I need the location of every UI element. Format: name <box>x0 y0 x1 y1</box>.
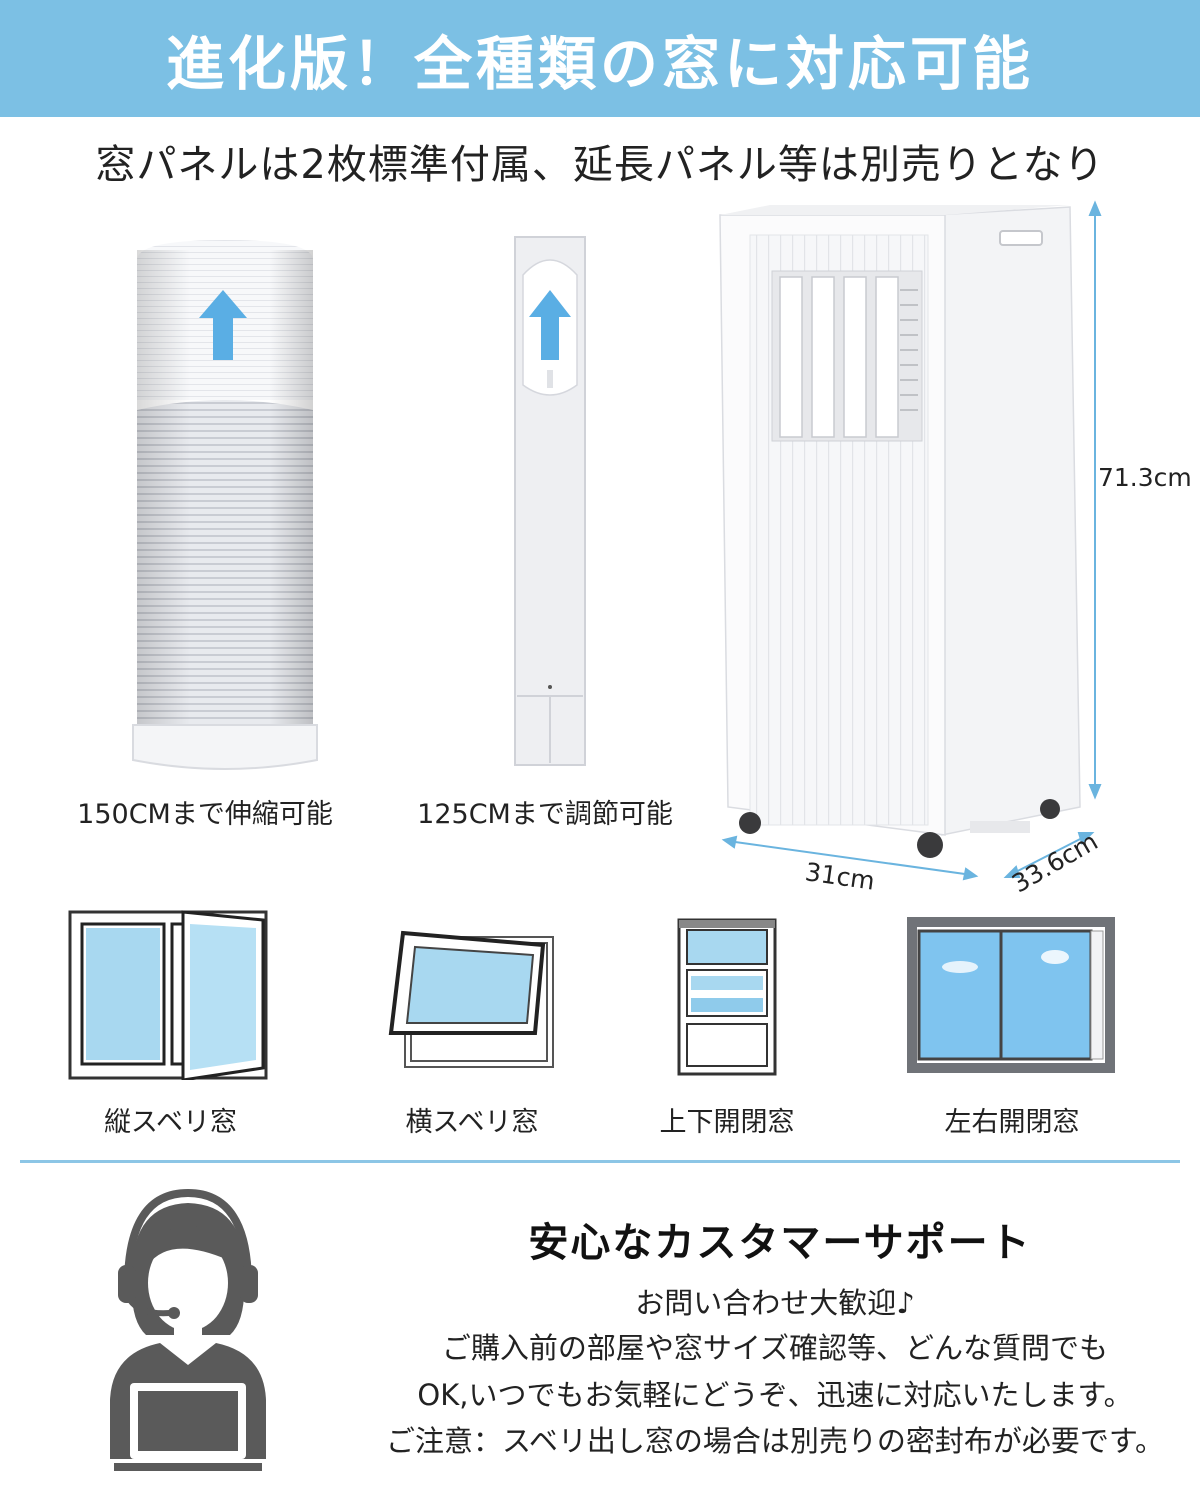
page-subtitle: 窓パネルは2枚標準付属、延長パネル等は別売りとなり <box>95 142 1105 188</box>
up-arrow-icon <box>529 290 571 360</box>
window-panel-image <box>514 236 586 766</box>
casement-window-icon <box>68 910 268 1080</box>
page-title: 進化版！全種類の窓に対応可能 <box>165 29 1034 98</box>
exhaust-hose-image <box>132 240 318 770</box>
support-title: 安心なカスタマーサポート <box>528 1220 1032 1266</box>
support-text-line: ご購入前の部屋や窓サイズ確認等、どんな質問でも <box>441 1331 1109 1365</box>
height-dimension-label: 71.3cm <box>1098 463 1192 492</box>
sash-window-icon <box>677 918 777 1076</box>
support-text-line: お問い合わせ大歓迎♪ <box>635 1286 915 1320</box>
support-text-line: ご注意：スベリ出し窓の場合は別売りの密封布が必要です。 <box>385 1424 1165 1458</box>
section-divider <box>20 1160 1180 1163</box>
panel-length-label: 125CMまで調節可能 <box>417 799 673 830</box>
window-type-label: 横スベリ窓 <box>405 1107 539 1138</box>
air-conditioner-image <box>719 200 1102 881</box>
support-agent-icon <box>110 1188 266 1473</box>
hose-length-label: 150CMまで伸縮可能 <box>77 799 333 830</box>
window-type-label: 左右開閉窓 <box>944 1107 1080 1138</box>
header-banner: 進化版！全種類の窓に対応可能 <box>0 0 1200 117</box>
up-arrow-icon <box>199 290 247 360</box>
awning-window-icon <box>388 930 554 1068</box>
support-text-line: OK,いつでもお気軽にどうぞ、迅速に対応いたします。 <box>417 1378 1133 1412</box>
window-type-label: 縦スベリ窓 <box>103 1107 238 1138</box>
sliding-window-icon <box>907 917 1115 1073</box>
window-type-label: 上下開閉窓 <box>659 1107 795 1138</box>
